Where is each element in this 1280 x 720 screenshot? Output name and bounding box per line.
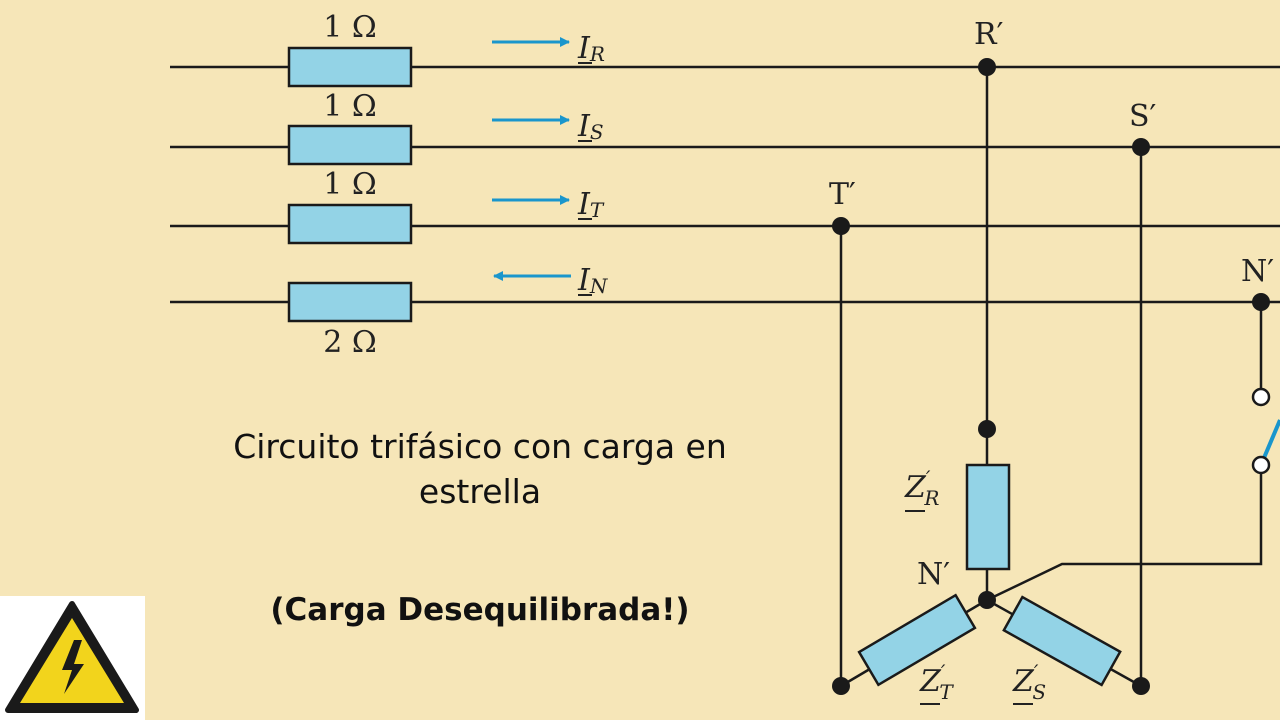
impedance-zt-main: Z <box>919 664 942 699</box>
caption-subtitle: (Carga Desequilibrada!) <box>270 592 690 628</box>
switch-terminals <box>1251 387 1271 475</box>
resistor-r-label: 1 Ω <box>323 10 377 45</box>
current-it-sub: T <box>590 198 605 222</box>
resistor-s <box>287 124 413 166</box>
switch-terminal-bottom <box>1251 455 1271 475</box>
impedance-zs <box>1002 595 1122 687</box>
node-t-label: T′ <box>829 177 856 212</box>
current-in-sub: N <box>589 274 609 298</box>
resistor-t <box>287 203 413 245</box>
node-r-label: R′ <box>974 17 1004 52</box>
svg-text:IT: IT <box>577 187 605 222</box>
current-ir-main: I <box>577 31 591 66</box>
current-label-is: IS <box>577 109 604 144</box>
caption-title: Circuito trifásico con carga en estrella <box>233 427 727 511</box>
zt-end-dot <box>832 677 850 695</box>
resistor-n-label: 2 Ω <box>323 325 377 360</box>
svg-text:IN: IN <box>577 263 609 298</box>
svg-text:Z′R: Z′R <box>904 466 939 510</box>
current-is-sub: S <box>590 120 604 144</box>
svg-text:IS: IS <box>577 109 604 144</box>
impedance-label-zs: Z′S <box>1012 660 1046 705</box>
high-voltage-warning-icon <box>5 601 139 713</box>
impedance-zt <box>857 593 977 687</box>
star-center-dot <box>978 591 996 609</box>
svg-text:Z′T: Z′T <box>919 660 954 704</box>
current-label-ir: IR <box>577 31 605 66</box>
current-label-in: IN <box>577 263 609 298</box>
node-s-label: S′ <box>1129 99 1157 134</box>
current-ir-sub: R <box>589 42 605 66</box>
zs-end-dot <box>1132 677 1150 695</box>
neutral-return <box>986 465 1263 602</box>
junctions <box>832 58 1270 695</box>
zr-top-dot <box>978 420 996 438</box>
resistor-s-label: 1 Ω <box>323 89 377 124</box>
node-s-dot <box>1132 138 1150 156</box>
resistor-n <box>287 281 413 323</box>
current-label-it: IT <box>577 187 605 222</box>
resistor-r <box>287 46 413 88</box>
node-n-star-label: N′ <box>917 557 950 592</box>
node-r-dot <box>978 58 996 76</box>
warning-badge <box>0 596 145 720</box>
node-n-dot <box>1252 293 1270 311</box>
impedance-zt-prime: ′ <box>941 660 946 684</box>
svg-text:Z′S: Z′S <box>1012 660 1046 704</box>
impedance-zs-sub: S <box>1032 680 1046 704</box>
impedance-label-zt: Z′T <box>919 660 954 705</box>
node-t-dot <box>832 217 850 235</box>
node-n-right-label: N′ <box>1241 254 1274 289</box>
impedance-label-zr: Z′R <box>904 466 939 512</box>
current-arrows <box>492 37 571 281</box>
impedance-zr <box>965 463 1011 571</box>
impedance-zr-main: Z <box>904 470 927 505</box>
impedance-zr-prime: ′ <box>926 466 931 490</box>
impedance-zt-sub: T <box>939 680 954 704</box>
svg-text:IR: IR <box>577 31 605 66</box>
impedance-zr-sub: R <box>923 486 939 510</box>
line-resistors <box>287 46 1122 687</box>
current-it-main: I <box>577 187 591 222</box>
current-is-main: I <box>577 109 591 144</box>
impedance-zs-prime: ′ <box>1034 660 1039 684</box>
resistor-t-label: 1 Ω <box>323 167 377 202</box>
impedance-zs-main: Z <box>1012 664 1035 699</box>
switch-terminal-top <box>1251 387 1271 407</box>
current-in-main: I <box>577 263 591 298</box>
